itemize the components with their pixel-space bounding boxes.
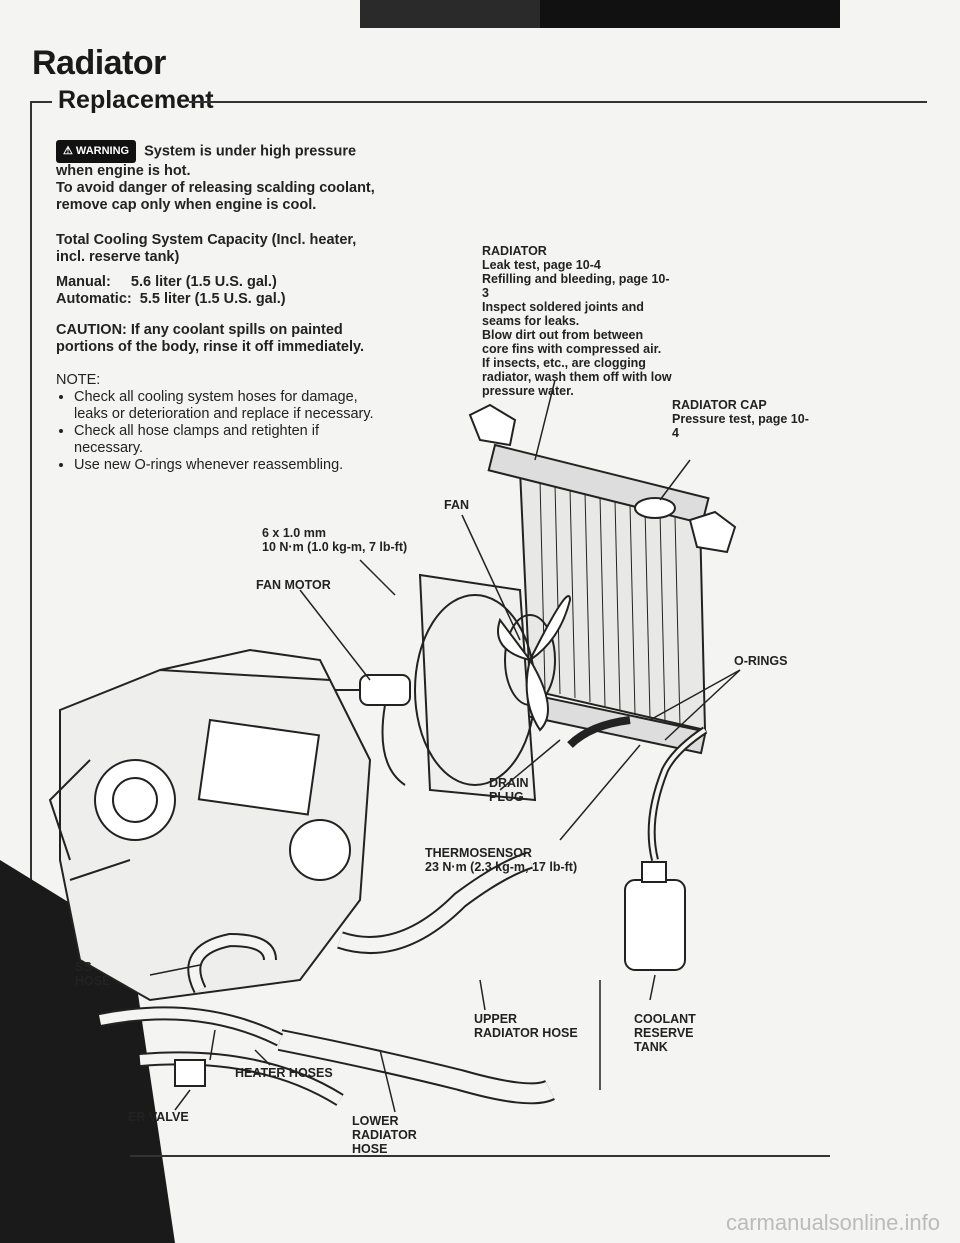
- bracket-left: [468, 403, 517, 447]
- capacity-manual: Manual: 5.6 liter (1.5 U.S. gal.): [56, 274, 277, 290]
- radiator-cap-note: Pressure test, page 10-4: [672, 412, 809, 440]
- lower-radiator-hose: [277, 1029, 555, 1105]
- radiator-note: Blow dirt out from between core fins wit…: [482, 328, 662, 356]
- bypass-hose-label: SS HOSE: [75, 960, 110, 988]
- lower-hose-line: LOWER: [352, 1114, 399, 1128]
- heater-valve-shape: [174, 1059, 206, 1087]
- note-item: Use new O-rings whenever reassembling.: [74, 457, 381, 474]
- drain-plug-line: DRAIN: [489, 776, 529, 790]
- thermosensor-title: THERMOSENSOR: [425, 846, 532, 860]
- upper-hose-line: RADIATOR HOSE: [474, 1026, 578, 1040]
- bypass-hose-line: SS: [75, 960, 92, 974]
- bypass-hose-line: HOSE: [75, 974, 111, 988]
- capacity-automatic: Automatic: 5.5 liter (1.5 U.S. gal.): [56, 291, 286, 307]
- thermosensor-label: THERMOSENSOR 23 N·m (2.3 kg-m, 17 lb-ft): [425, 846, 625, 874]
- engine-block: [48, 648, 372, 1002]
- fan-label: FAN: [444, 498, 469, 512]
- radiator-title: RADIATOR: [482, 244, 547, 258]
- coolant-reserve-tank-shape: [624, 726, 708, 971]
- radiator-note: Inspect soldered joints and seams for le…: [482, 300, 644, 328]
- thermosensor-torque: 23 N·m (2.3 kg-m, 17 lb-ft): [425, 860, 578, 874]
- fan-motor-shape: [329, 674, 411, 786]
- caution-text: CAUTION: If any coolant spills on painte…: [56, 322, 365, 355]
- drain-plug-line: PLUG: [489, 790, 524, 804]
- header-bar-dark: [540, 0, 840, 28]
- upper-radiator-hose: [337, 851, 533, 954]
- coolant-tank-line: RESERVE: [634, 1026, 694, 1040]
- warning-line2: To avoid danger of releasing scalding co…: [56, 180, 375, 213]
- note-block: NOTE: Check all cooling system hoses for…: [56, 372, 381, 474]
- heater-valve-label: ER VALVE: [128, 1110, 189, 1124]
- section-rule-vertical: [30, 101, 32, 1191]
- heater-hoses-label: HEATER HOSES: [235, 1066, 333, 1080]
- upper-radiator-hose-label: UPPER RADIATOR HOSE: [474, 1012, 578, 1040]
- fan-motor-label: FAN MOTOR: [256, 578, 331, 592]
- radiator-cap-title: RADIATOR CAP: [672, 398, 767, 412]
- warning-badge: ⚠ WARNING: [56, 140, 137, 163]
- watermark: carmanualsonline.info: [725, 1210, 940, 1235]
- radiator-label: RADIATOR Leak test, page 10-4 Refilling …: [482, 244, 672, 398]
- bolt-torque: 10 N·m (1.0 kg-m, 7 lb-ft): [262, 540, 408, 554]
- radiator-cap-shape: [634, 497, 676, 519]
- lower-hose-line: RADIATOR: [352, 1128, 417, 1142]
- heater-hoses: [98, 1006, 344, 1106]
- drain-hose: [567, 716, 631, 748]
- upper-hose-line: UPPER: [474, 1012, 518, 1026]
- bottom-rule: [130, 1155, 830, 1157]
- section-title: Replacement: [58, 86, 214, 114]
- coolant-tank-line: TANK: [634, 1040, 668, 1054]
- radiator-note: Leak test, page 10-4: [482, 258, 601, 272]
- section-rule-tick: [30, 101, 52, 103]
- radiator-note: Refilling and bleeding, page 10-3: [482, 272, 670, 300]
- note-heading: NOTE:: [56, 372, 101, 388]
- coolant-reserve-tank-label: COOLANT RESERVE TANK: [634, 1012, 696, 1054]
- bracket-right: [688, 510, 737, 554]
- capacity-block: Total Cooling System Capacity (Incl. hea…: [56, 232, 386, 308]
- bolt-size: 6 x 1.0 mm: [262, 526, 326, 540]
- lower-hose-line: HOSE: [352, 1142, 388, 1156]
- capacity-heading: Total Cooling System Capacity (Incl. hea…: [56, 232, 357, 265]
- warning-line1: System is under high pressure when engin…: [56, 143, 357, 179]
- note-item: Check all cooling system hoses for damag…: [74, 389, 381, 423]
- fan-shroud: [414, 573, 572, 802]
- drain-plug-label: DRAIN PLUG: [489, 776, 529, 804]
- coolant-tank-line: COOLANT: [634, 1012, 696, 1026]
- o-rings-label: O-RINGS: [734, 654, 788, 668]
- lower-radiator-hose-label: LOWER RADIATOR HOSE: [352, 1114, 417, 1156]
- bolt-spec-label: 6 x 1.0 mm 10 N·m (1.0 kg-m, 7 lb-ft): [262, 526, 462, 554]
- page-title: Radiator: [32, 44, 166, 82]
- leader-lines: [149, 379, 741, 1113]
- radiator-cap-label: RADIATOR CAP Pressure test, page 10-4: [672, 398, 812, 440]
- section-rule: [189, 101, 927, 103]
- radiator-note: If insects, etc., are clogging radiator,…: [482, 356, 672, 398]
- note-item: Check all hose clamps and retighten if n…: [74, 423, 381, 457]
